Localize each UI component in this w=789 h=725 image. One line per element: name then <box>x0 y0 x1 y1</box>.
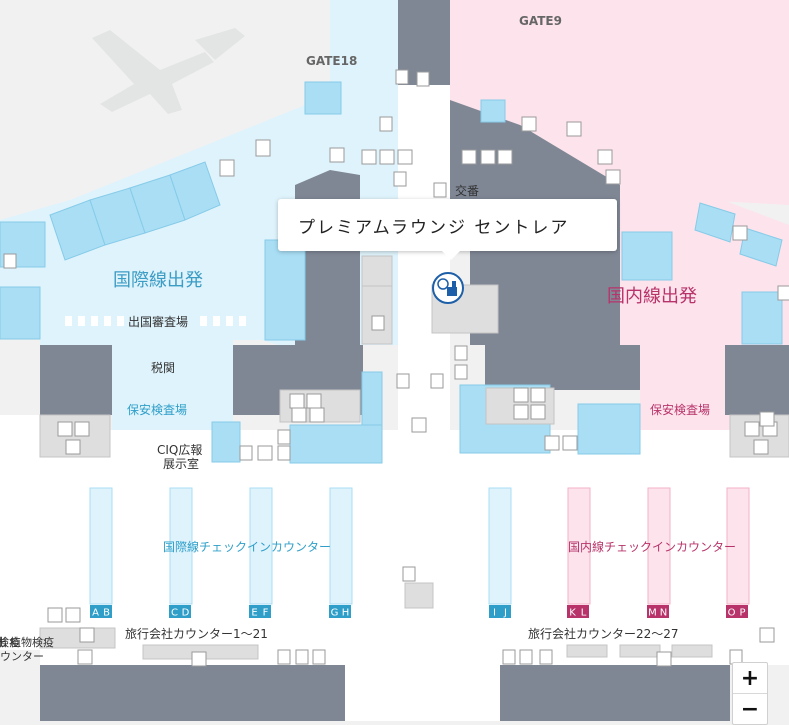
zoom-divider <box>733 693 767 694</box>
travel-counter-1-label: 旅行会社カウンター1～21 <box>125 626 268 641</box>
south-entrance <box>345 665 500 721</box>
counter-badge-i <box>489 605 500 618</box>
gate9-label: GATE9 <box>519 14 562 28</box>
counter-letter-b: B <box>103 608 110 619</box>
counter-letter-g: G <box>331 608 339 619</box>
counter-letter-l: L <box>581 608 587 619</box>
counter-letter-e: E <box>251 608 257 619</box>
counter-letter-c: C <box>171 608 178 619</box>
facility-icons <box>3 69 789 667</box>
left-edge-label-3: ウンター <box>0 650 44 663</box>
counter-badge-f <box>260 605 271 618</box>
counter-letter-m: M <box>648 608 657 619</box>
wall-south-west <box>40 665 345 721</box>
counter-badge-a <box>90 605 101 618</box>
popup-pointer <box>442 251 460 260</box>
police-box-label: 交番 <box>455 183 479 198</box>
lounge-icon[interactable] <box>432 272 464 304</box>
customs-label: 税関 <box>151 361 175 375</box>
ciq-label: CIQ広報 <box>157 443 202 457</box>
intl-departures-label: 国際線出発 <box>113 270 203 291</box>
counter-letter-k: K <box>569 608 576 619</box>
counter-badge-h <box>340 605 351 618</box>
emigration-dashes <box>65 316 246 326</box>
dom-gate-blocks <box>480 99 783 345</box>
security-intl-label: 保安検査場 <box>127 402 187 417</box>
police-icon <box>433 182 447 198</box>
dom-checkin-counters <box>567 487 750 605</box>
counter-badge-e <box>249 605 260 618</box>
counter-letter-h: H <box>342 608 350 619</box>
zoom-in-button[interactable]: + <box>740 665 760 691</box>
counter-badge-d <box>180 605 191 618</box>
emigration-label: 出国審査場 <box>128 314 188 329</box>
dom-departures-label: 国内線出発 <box>607 286 697 307</box>
zoom-out-button[interactable]: − <box>740 696 760 722</box>
counter-letter-j: J <box>503 608 507 619</box>
intl-checkin-label: 国際線チェックインカウンター <box>163 539 331 554</box>
counter-badge-o <box>726 605 737 618</box>
dom-checkin-label: 国内線チェックインカウンター <box>568 539 736 554</box>
wall-south-east <box>500 665 730 721</box>
counter-badge-j <box>500 605 511 618</box>
lounge-popup[interactable]: プレミアムラウンジ セントレア <box>278 199 617 260</box>
airplane-watermark-icon <box>92 28 245 114</box>
counter-letter-f: F <box>263 608 269 619</box>
domestic-pier-area <box>450 0 789 205</box>
facility-blocks <box>39 255 789 660</box>
wall-east <box>725 345 789 415</box>
counter-letter-p: P <box>739 608 745 619</box>
intl-checkin-counters <box>89 487 512 605</box>
counter-letter-n: N <box>660 608 667 619</box>
counter-letter-i: I <box>493 608 496 619</box>
counter-letter-a: A <box>92 608 99 619</box>
security-dom-label: 保安検査場 <box>650 402 710 417</box>
counter-letter-d: D <box>182 608 190 619</box>
counter-badge-g <box>329 605 340 618</box>
ciq-label-2: 展示室 <box>163 456 199 471</box>
left-edge-label-4: 出 <box>0 635 7 649</box>
central-corridor <box>398 85 450 430</box>
counter-badge-n <box>658 605 669 618</box>
zoom-control: + − <box>732 662 768 725</box>
counter-badge-b <box>101 605 112 618</box>
travel-counter-2-label: 旅行会社カウンター22～27 <box>528 626 679 641</box>
hall-west-edge <box>0 415 40 650</box>
gate18-label: GATE18 <box>306 54 357 68</box>
left-edge-label-1: 検疫 <box>0 635 20 649</box>
counter-badge-l <box>578 605 589 618</box>
counter-badge-c <box>169 605 180 618</box>
outside-sw <box>0 650 40 721</box>
counter-badge-m <box>647 605 658 618</box>
lounge-popup-title: プレミアムラウンジ セントレア <box>298 217 570 238</box>
left-edge-label-2: 植物検疫 <box>10 635 54 649</box>
wall-west <box>40 345 112 415</box>
counter-letter-o: O <box>728 608 736 619</box>
counter-badge-p <box>737 605 748 618</box>
counter-badge-k <box>567 605 578 618</box>
